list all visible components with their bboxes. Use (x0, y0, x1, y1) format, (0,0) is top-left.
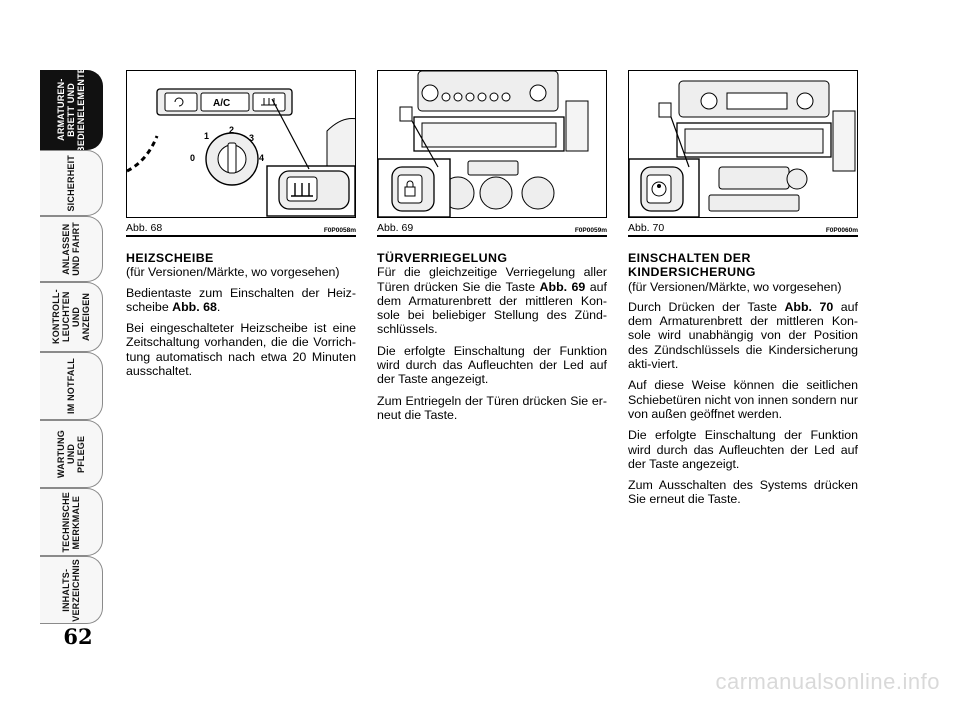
column-kindersicherung: Abb. 70 F0P0060m EINSCHALTEN DER KINDERS… (628, 70, 858, 514)
section-heading: TÜRVERRIEGELUNG (377, 251, 508, 265)
paragraph: Bedientaste zum Einschalten der Heiz-sch… (126, 285, 356, 314)
paragraph: Zum Ausschalten des Systems drücken Sie … (628, 478, 858, 507)
column-tuerverriegelung: Abb. 69 F0P0059m TÜRVERRIEGELUNG Für die… (377, 70, 607, 429)
section-text: EINSCHALTEN DER KINDERSICHERUNG (für Ver… (628, 251, 858, 507)
watermark: carmanualsonline.info (715, 669, 940, 694)
figure-caption: Abb. 70 F0P0060m (628, 220, 858, 237)
section-subheading: (für Versionen/Märkte, wo vorgesehen) (628, 279, 842, 294)
tab-label: ARMATUREN- BRETT UND BEDIENELEMENTE (56, 67, 86, 153)
svg-text:1: 1 (204, 131, 209, 141)
tab-inhaltsverzeichnis[interactable]: INHALTS- VERZEICHNIS (40, 556, 103, 624)
section-heading-line-2: KINDERSICHERUNG (628, 265, 756, 280)
tab-im-notfall[interactable]: IM NOTFALL (40, 352, 103, 420)
figure-code: F0P0058m (323, 227, 356, 234)
tab-wartung[interactable]: WARTUNG UND PFLEGE (40, 420, 103, 488)
column-heizscheibe: A/C 0 1 2 3 4 Abb. 68 F0P0058m HEIZSCHEI… (126, 70, 356, 385)
figure-code: F0P0059m (574, 227, 607, 234)
svg-text:3: 3 (249, 133, 254, 143)
tab-kontrollleuchten[interactable]: KONTROLL- LEUCHTEN UND ANZEIGEN (40, 282, 103, 352)
figure-label: Abb. 68 (126, 222, 163, 234)
paragraph: Die erfolgte Einschaltung der Funktion w… (377, 343, 607, 387)
figure-68: A/C 0 1 2 3 4 (126, 70, 356, 218)
ac-button-label: A/C (213, 98, 230, 109)
page-number: 62 (63, 624, 93, 649)
paragraph: Für die gleichzeitige Verriegelung aller… (377, 265, 607, 337)
paragraph: Auf diese Weise können die seitlichen Sc… (628, 378, 858, 421)
figure-reference: Abb. 70 (784, 299, 834, 314)
figure-69 (377, 70, 607, 218)
section-subheading: (für Versionen/Märkte, wo vorgesehen) (126, 265, 340, 280)
paragraph: Die erfolgte Einschaltung der Funktion w… (628, 428, 858, 471)
section-text: HEIZSCHEIBE (für Versionen/Märkte, wo vo… (126, 251, 356, 378)
figure-reference: Abb. 69 (539, 279, 586, 294)
section-heading-line-1: EINSCHALTEN DER (628, 251, 751, 265)
paragraph: Durch Drücken der Taste Abb. 70 auf dem … (628, 299, 858, 372)
tab-armaturenbrett[interactable]: ARMATUREN- BRETT UND BEDIENELEMENTE (40, 67, 103, 153)
tab-label: KONTROLL- LEUCHTEN UND ANZEIGEN (51, 289, 91, 345)
figure-caption: Abb. 69 F0P0059m (377, 220, 607, 237)
tab-label: IM NOTFALL (66, 358, 76, 414)
figure-label: Abb. 69 (377, 222, 414, 234)
tab-technische-merkmale[interactable]: TECHNISCHE MERKMALE (40, 488, 103, 556)
paragraph: Zum Entriegeln der Türen drücken Sie er-… (377, 393, 607, 422)
tab-label: ANLASSEN UND FAHRT (61, 222, 81, 276)
tab-label: SICHERHEIT (66, 154, 76, 212)
tab-anlassen[interactable]: ANLASSEN UND FAHRT (40, 216, 103, 282)
figure-70 (628, 70, 858, 218)
central-locking-illustration (378, 71, 606, 217)
svg-text:4: 4 (259, 153, 264, 163)
heated-rear-window-illustration: A/C 0 1 2 3 4 (127, 71, 355, 217)
child-lock-illustration (629, 71, 857, 217)
paragraph: Bei eingeschalteter Heizscheibe ist eine… (126, 321, 356, 379)
section-heading: HEIZSCHEIBE (126, 251, 214, 265)
figure-reference: Abb. 68 (172, 299, 217, 314)
tab-label: TECHNISCHE MERKMALE (61, 491, 81, 553)
figure-code: F0P0060m (825, 227, 858, 234)
figure-label: Abb. 70 (628, 222, 665, 234)
svg-text:2: 2 (229, 125, 234, 135)
svg-text:0: 0 (190, 153, 195, 163)
tab-sicherheit[interactable]: SICHERHEIT (40, 150, 103, 216)
tab-label: WARTUNG UND PFLEGE (56, 430, 86, 478)
figure-caption: Abb. 68 F0P0058m (126, 220, 356, 237)
tab-label: INHALTS- VERZEICHNIS (61, 558, 81, 622)
section-text: TÜRVERRIEGELUNG Für die gleichzeitige Ve… (377, 251, 607, 422)
chapter-sidebar: ARMATUREN- BRETT UND BEDIENELEMENTE SICH… (40, 67, 106, 624)
